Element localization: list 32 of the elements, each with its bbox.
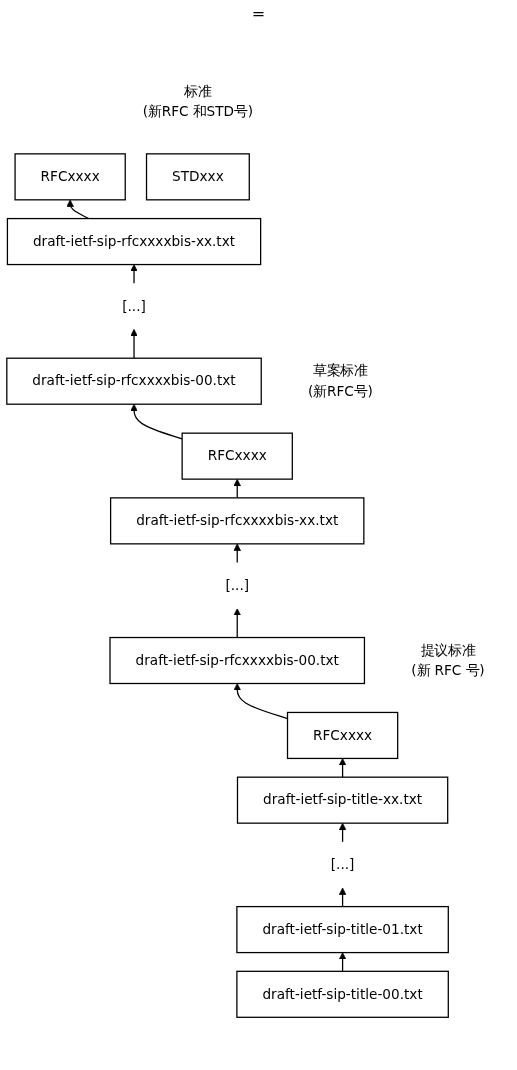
node-box: draft-ietf-sip-rfcxxxxbis-xx.txt (6, 217, 262, 266)
node-label: 标准 (184, 83, 212, 100)
arrow (130, 328, 138, 359)
node-box: draft-ietf-sip-rfcxxxxbis-xx.txt (110, 497, 365, 545)
node-box: draft-ietf-sip-rfcxxxxbis-00.txt (109, 636, 366, 685)
node-box: draft-ietf-sip-title-xx.txt (236, 776, 449, 824)
arrow (130, 264, 138, 284)
arrow (233, 608, 241, 639)
arrow (338, 758, 347, 778)
arrow (130, 403, 183, 440)
node-label: (新RFC 和STD号) (142, 103, 253, 120)
node-label: (新RFC号) (308, 382, 373, 400)
node-box: RFCxxxx (14, 153, 126, 201)
arrow (233, 543, 241, 564)
node-box: STDxxx (145, 153, 250, 201)
arrow (66, 199, 90, 220)
node-label: 草案标准 (313, 362, 368, 379)
node-text: [...] (122, 297, 146, 314)
node-box: RFCxxxx (286, 711, 399, 760)
node-box: RFCxxxx (181, 432, 293, 480)
node-label: 提议标准 (420, 641, 476, 658)
node-box: draft-ietf-sip-rfcxxxxbis-00.txt (6, 357, 262, 405)
node-label: (新 RFC 号) (411, 662, 485, 679)
node-text: [...] (330, 856, 355, 873)
arrow (338, 887, 347, 908)
node-box: draft-ietf-sip-title-00.txt (236, 970, 449, 1018)
arrow (338, 822, 347, 843)
arrow (338, 952, 347, 972)
arrow (233, 478, 241, 499)
equals-sign: = (251, 4, 266, 23)
node-box: draft-ietf-sip-title-01.txt (236, 905, 449, 954)
node-text: [...] (225, 577, 250, 594)
